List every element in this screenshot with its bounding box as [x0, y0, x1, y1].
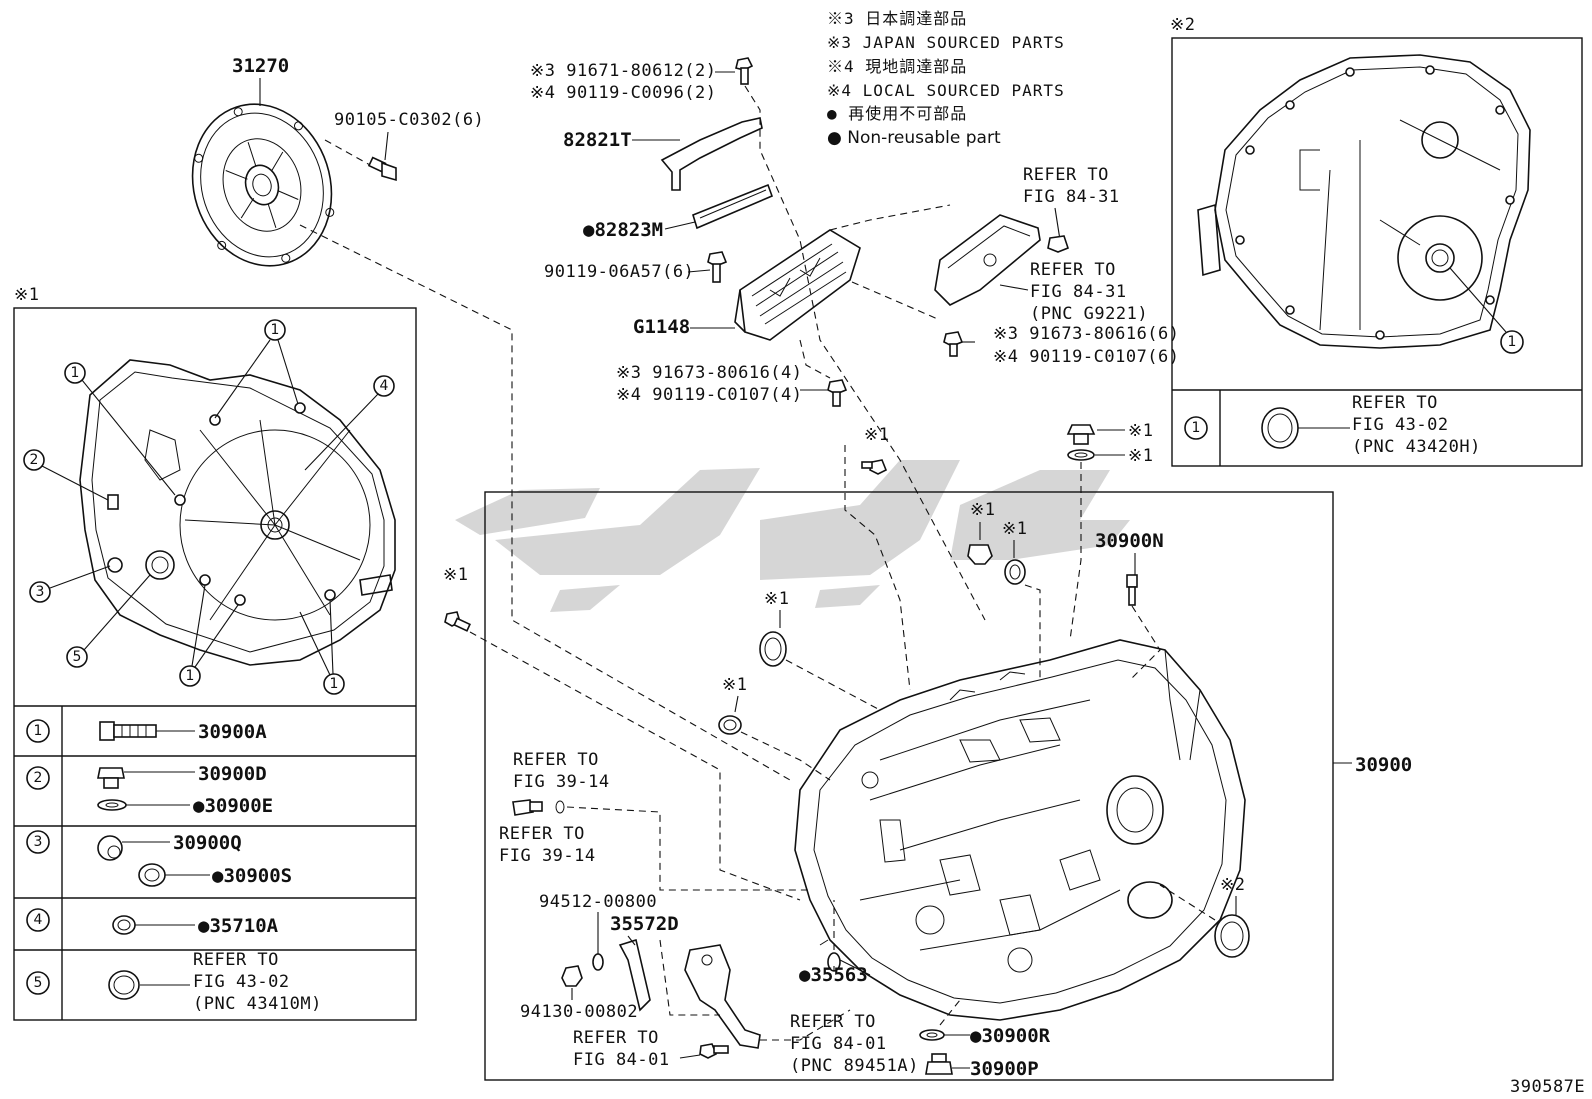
legend-line-3: ※4 現地調達部品: [827, 57, 967, 76]
inset2-ref3: (PNC 43420H): [1352, 437, 1481, 457]
upper-parts: ※3 91671-80612(2) ※4 90119-C0096(2) 8282…: [530, 57, 986, 621]
inset1-table: 1 30900A 2 30900D ●30900E 3: [26, 719, 322, 1014]
row3-part2: ●30900S: [212, 865, 292, 887]
callout-3: 3: [36, 584, 45, 600]
legend-line-2: ※3 JAPAN SOURCED PARTS: [827, 33, 1065, 52]
label-91671: ※3 91671-80612(2): [530, 61, 717, 81]
callout-1c: 1: [186, 668, 195, 684]
label-30900: 30900: [1355, 754, 1412, 776]
label-90119-c0107-4: ※4 90119-C0107(4): [616, 385, 803, 405]
label-35572D: 35572D: [610, 913, 679, 935]
row5-ref1: REFER TO: [193, 950, 279, 970]
row1-num: 1: [34, 723, 43, 739]
label-90119-c0096: ※4 90119-C0096(2): [530, 83, 717, 103]
ref-8401a-line1: REFER TO: [573, 1028, 659, 1048]
housing-front-view: [79, 359, 396, 666]
callout-5: 5: [73, 649, 82, 665]
document-id: 390587E: [1510, 1077, 1585, 1097]
mark-x1-c: ※1: [722, 675, 747, 695]
label-30900P: 30900P: [970, 1058, 1039, 1080]
ref-8401b-line2: FIG 84-01: [790, 1034, 887, 1054]
legend-line-6: ● Non-reusable part: [827, 128, 1001, 148]
row5-num: 5: [34, 975, 43, 991]
legend-line-1: ※3 日本調達部品: [827, 9, 967, 28]
label-82823M: ●82823M: [583, 219, 663, 241]
valve-body-G1148: [734, 229, 861, 341]
row3-num: 3: [34, 834, 43, 850]
ref-3914b-line1: REFER TO: [499, 824, 585, 844]
label-30900N: 30900N: [1095, 530, 1164, 552]
mark-x1-d: ※1: [864, 425, 889, 445]
row2-part1: 30900D: [198, 763, 267, 785]
row3-part1: 30900Q: [173, 832, 242, 854]
callout-1a: 1: [71, 365, 80, 381]
label-G1148: G1148: [633, 316, 690, 338]
ref-8431b-line3: (PNC G9221): [1030, 304, 1148, 324]
legend: ※3 日本調達部品 ※3 JAPAN SOURCED PARTS ※4 現地調達…: [827, 9, 1065, 148]
callout-2: 2: [30, 452, 39, 468]
legend-line-5: ● 再使用不可部品: [827, 104, 967, 123]
inset1-callouts: 1 1 2 3 4 5 1 1: [23, 319, 395, 695]
label-30900R: ●30900R: [970, 1025, 1051, 1047]
inset2-row-num: 1: [1192, 420, 1201, 436]
label-91673-4: ※3 91673-80616(4): [616, 363, 803, 383]
ref-8431b-line1: REFER TO: [1030, 260, 1116, 280]
label-35563: ●35563: [799, 964, 868, 986]
callout-1d: 1: [330, 676, 339, 692]
housing-rear-view: [1197, 54, 1531, 349]
small-parts: ※1 ※1 ※1 ※1 ※1 ※1: [443, 421, 1250, 1080]
mark-x2: ※2: [1220, 875, 1245, 895]
callout-1b: 1: [271, 322, 280, 338]
inset-1: ※1 1: [13, 285, 417, 1021]
inset2-ref2: FIG 43-02: [1352, 415, 1449, 435]
inset2-callout: 1: [1508, 334, 1517, 350]
mark-x1-f: ※1: [1002, 519, 1027, 539]
ref-8401b-line1: REFER TO: [790, 1012, 876, 1032]
oil-strainer: REFER TO FIG 84-31 REFER TO FIG 84-31 (P…: [934, 165, 1180, 367]
ref-8431a-line1: REFER TO: [1023, 165, 1109, 185]
watermark-logo: [455, 460, 1130, 612]
row2-part2: ●30900E: [193, 795, 273, 817]
transaxle-assembly: [794, 639, 1246, 1021]
mark-x1-b: ※1: [764, 589, 789, 609]
inset-2: ※2 1 1 REFER TO FIG 43-02: [1170, 15, 1583, 467]
inset2-tag: ※2: [1170, 15, 1195, 35]
mark-x1-g: ※1: [1128, 421, 1153, 441]
row2-num: 2: [34, 770, 43, 786]
inset1-tag: ※1: [14, 285, 39, 305]
ref-8431b-line2: FIG 84-31: [1030, 282, 1127, 302]
label-90119-c0107-6: ※4 90119-C0107(6): [993, 347, 1180, 367]
mark-x1-h: ※1: [1128, 446, 1153, 466]
clutch-cover-31270: 31270 90105-C0302(6): [191, 55, 484, 267]
ref-3914a-line1: REFER TO: [513, 750, 599, 770]
row5-ref3: (PNC 43410M): [193, 994, 322, 1014]
label-91673-6: ※3 91673-80616(6): [993, 324, 1180, 344]
row5-ref2: FIG 43-02: [193, 972, 290, 992]
mark-x1-e: ※1: [970, 500, 995, 520]
label-94130: 94130-00802: [520, 1002, 638, 1022]
row4-part1: ●35710A: [198, 915, 279, 937]
label-90119-06A57: 90119-06A57(6): [544, 262, 694, 282]
label-31270: 31270: [232, 55, 289, 77]
legend-line-4: ※4 LOCAL SOURCED PARTS: [827, 81, 1065, 100]
ref-3914b-line2: FIG 39-14: [499, 846, 596, 866]
ref-3914a-line2: FIG 39-14: [513, 772, 610, 792]
inset2-ref1: REFER TO: [1352, 393, 1438, 413]
row4-num: 4: [34, 912, 43, 928]
callout-4: 4: [380, 378, 389, 394]
row1-part1: 30900A: [198, 721, 267, 743]
label-82821T: 82821T: [563, 129, 632, 151]
ref-8401a-line2: FIG 84-01: [573, 1050, 670, 1070]
bolt-small-top: [735, 57, 754, 85]
ref-8401b-line3: (PNC 89451A): [790, 1056, 919, 1076]
ref-8431a-line2: FIG 84-31: [1023, 187, 1120, 207]
label-90105: 90105-C0302(6): [334, 110, 484, 130]
mark-x1-a: ※1: [443, 565, 468, 585]
main-box: 30900: [484, 491, 1412, 1081]
label-94512: 94512-00800: [539, 892, 657, 912]
